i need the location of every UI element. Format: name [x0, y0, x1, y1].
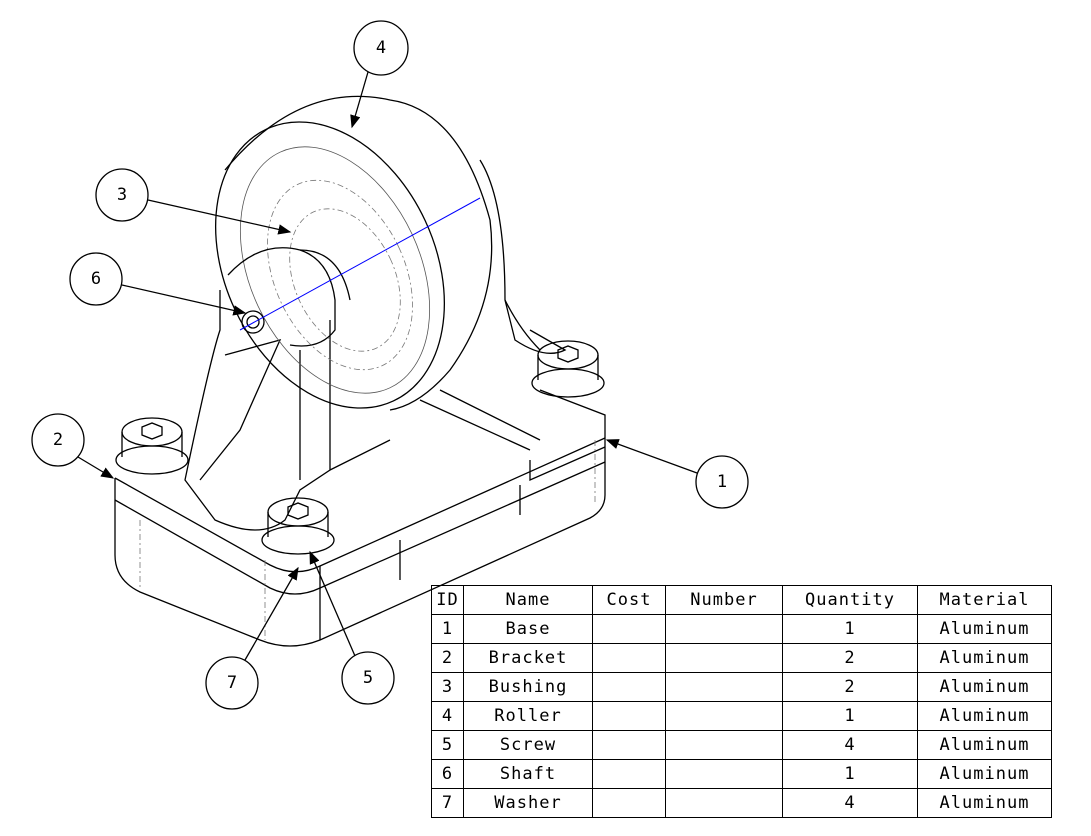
- bushing-part: [227, 247, 351, 347]
- cell-quantity: 4: [782, 788, 918, 818]
- header-id: ID: [431, 585, 464, 615]
- header-material: Material: [917, 585, 1052, 615]
- svg-text:1: 1: [717, 472, 727, 492]
- balloon-7: 7: [205, 566, 299, 710]
- screw-part: [115, 340, 605, 555]
- cell-name: Base: [463, 614, 593, 644]
- cell-name: Roller: [463, 701, 593, 731]
- cell-quantity: 1: [782, 614, 918, 644]
- base-part: [114, 389, 606, 647]
- cell-quantity: 4: [782, 730, 918, 760]
- bracket-part: [184, 159, 567, 531]
- cell-material: Aluminum: [917, 701, 1052, 731]
- balloon-4: 4: [350, 20, 409, 129]
- cell-quantity: 2: [782, 672, 918, 702]
- cell-name: Screw: [463, 730, 593, 760]
- cell-material: Aluminum: [917, 614, 1052, 644]
- cell-number: [665, 701, 783, 731]
- svg-text:7: 7: [227, 673, 237, 693]
- cell-cost: [592, 730, 666, 760]
- cell-cost: [592, 701, 666, 731]
- table-header-row: ID Name Cost Number Quantity Material: [431, 585, 1052, 615]
- cell-name: Bracket: [463, 643, 593, 673]
- cell-material: Aluminum: [917, 788, 1052, 818]
- cell-id: 2: [431, 643, 464, 673]
- cell-quantity: 1: [782, 759, 918, 789]
- cell-quantity: 2: [782, 643, 918, 673]
- balloon-1: 1: [605, 439, 749, 509]
- cell-cost: [592, 614, 666, 644]
- cell-name: Washer: [463, 788, 593, 818]
- cell-id: 3: [431, 672, 464, 702]
- cell-id: 1: [431, 614, 464, 644]
- svg-text:4: 4: [376, 38, 386, 58]
- cell-number: [665, 730, 783, 760]
- cell-number: [665, 614, 783, 644]
- header-number: Number: [665, 585, 783, 615]
- balloon-5: 5: [309, 550, 395, 705]
- cell-cost: [592, 788, 666, 818]
- svg-text:5: 5: [363, 668, 373, 688]
- cell-number: [665, 788, 783, 818]
- balloon-2: 2: [31, 413, 115, 479]
- cell-cost: [592, 672, 666, 702]
- cell-number: [665, 643, 783, 673]
- cell-material: Aluminum: [917, 759, 1052, 789]
- svg-text:2: 2: [53, 430, 63, 450]
- cell-material: Aluminum: [917, 672, 1052, 702]
- shaft-centerline: [239, 197, 481, 331]
- header-cost: Cost: [592, 585, 666, 615]
- header-name: Name: [463, 585, 593, 615]
- cell-number: [665, 759, 783, 789]
- cell-id: 6: [431, 759, 464, 789]
- cell-id: 7: [431, 788, 464, 818]
- cell-material: Aluminum: [917, 730, 1052, 760]
- cell-material: Aluminum: [917, 643, 1052, 673]
- cell-id: 5: [431, 730, 464, 760]
- svg-text:6: 6: [91, 269, 101, 289]
- cell-id: 4: [431, 701, 464, 731]
- shaft-part: [241, 310, 265, 334]
- svg-text:3: 3: [117, 185, 127, 205]
- cell-number: [665, 672, 783, 702]
- header-quantity: Quantity: [782, 585, 918, 615]
- cell-cost: [592, 643, 666, 673]
- cell-name: Shaft: [463, 759, 593, 789]
- balloon-3: 3: [95, 168, 292, 235]
- cell-cost: [592, 759, 666, 789]
- balloon-6: 6: [69, 252, 247, 316]
- cell-quantity: 1: [782, 701, 918, 731]
- cell-name: Bushing: [463, 672, 593, 702]
